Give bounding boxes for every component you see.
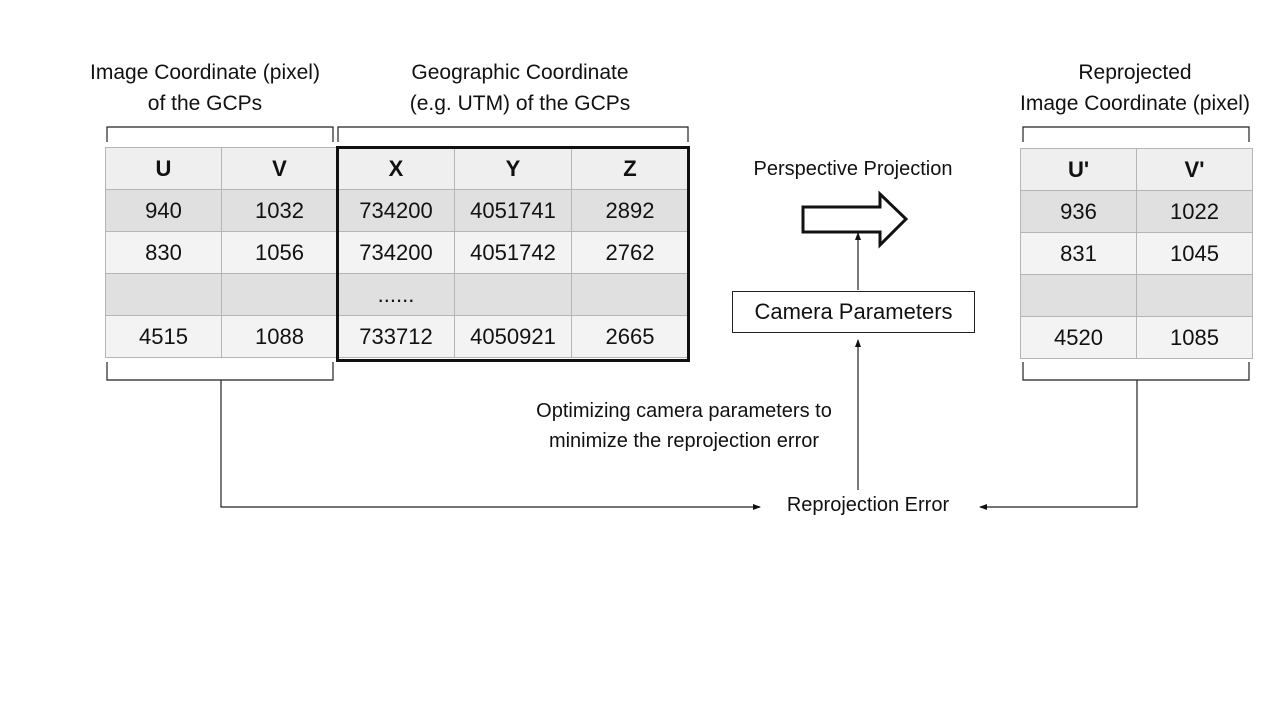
- cell: 2892: [571, 189, 689, 232]
- label-line: Geographic Coordinate: [411, 61, 629, 84]
- cell: 733712: [337, 315, 455, 358]
- bracket-top-geo: [337, 126, 689, 142]
- optimizing-text: Optimizing camera parameters to minimize…: [504, 396, 864, 456]
- label-line: Image Coordinate (pixel): [90, 61, 320, 84]
- bracket-top-image: [106, 126, 334, 142]
- cell: [454, 273, 572, 316]
- gcp-table: U V X Y Z 940 1032 734200 4051741 2892 8…: [105, 147, 689, 358]
- reprojected-table: U' V' 936 1022 831 1045 4520 1085: [1020, 148, 1253, 359]
- cell: 831: [1020, 232, 1137, 275]
- cell: [1020, 274, 1137, 317]
- cell: ......: [337, 273, 455, 316]
- cell: 4515: [105, 315, 222, 358]
- gcp-geographic-coordinate-label: Geographic Coordinate (e.g. UTM) of the …: [360, 57, 680, 119]
- cell: 1032: [221, 189, 338, 232]
- bracket-bottom-image: [106, 362, 334, 381]
- reprojection-error-label: Reprojection Error: [786, 494, 950, 516]
- cell: 4051742: [454, 231, 572, 274]
- cell: 2665: [571, 315, 689, 358]
- label-line: Reprojected: [1078, 61, 1192, 84]
- camera-parameters-box: Camera Parameters: [732, 291, 975, 333]
- table-row: 831 1045: [1020, 232, 1253, 275]
- bracket-bottom-reproj: [1022, 362, 1250, 381]
- cell: 2762: [571, 231, 689, 274]
- label-line: (e.g. UTM) of the GCPs: [409, 92, 631, 115]
- table-row: 830 1056 734200 4051742 2762: [105, 231, 689, 274]
- line-gcp-to-error: [220, 380, 761, 510]
- cell: 1088: [221, 315, 338, 358]
- cell: 1085: [1136, 316, 1253, 359]
- cell: [571, 273, 689, 316]
- table-row: 940 1032 734200 4051741 2892: [105, 189, 689, 232]
- cell: 4520: [1020, 316, 1137, 359]
- optimizing-line: Optimizing camera parameters to: [536, 400, 832, 422]
- label-line: of the GCPs: [147, 92, 263, 115]
- cell: 1056: [221, 231, 338, 274]
- cell: [1136, 274, 1253, 317]
- label-line: Image Coordinate (pixel): [1020, 92, 1250, 115]
- cell: [105, 273, 222, 316]
- optimizing-line: minimize the reprojection error: [548, 430, 820, 452]
- perspective-projection-arrow: [801, 190, 909, 249]
- reprojected-coordinate-label: Reprojected Image Coordinate (pixel): [995, 57, 1275, 119]
- cell: 830: [105, 231, 222, 274]
- cell: [221, 273, 338, 316]
- header-u-prime: U': [1020, 148, 1137, 191]
- cell: 4050921: [454, 315, 572, 358]
- table-row: 4515 1088 733712 4050921 2665: [105, 315, 689, 358]
- cell: 940: [105, 189, 222, 232]
- bracket-top-reproj: [1022, 126, 1250, 142]
- table-row: 4520 1085: [1020, 316, 1253, 359]
- header-v-prime: V': [1136, 148, 1253, 191]
- gcp-image-coordinate-label: Image Coordinate (pixel) of the GCPs: [60, 57, 350, 119]
- reproj-table-header-row: U' V': [1020, 148, 1253, 191]
- cell: 734200: [337, 231, 455, 274]
- cell: 734200: [337, 189, 455, 232]
- cell: 4051741: [454, 189, 572, 232]
- table-row: [1020, 274, 1253, 317]
- header-x: X: [337, 147, 455, 190]
- line-reproj-to-error: [979, 380, 1138, 510]
- cell: 1022: [1136, 190, 1253, 233]
- cell: 1045: [1136, 232, 1253, 275]
- header-z: Z: [571, 147, 689, 190]
- perspective-projection-label: Perspective Projection: [753, 158, 953, 180]
- table-row: ......: [105, 273, 689, 316]
